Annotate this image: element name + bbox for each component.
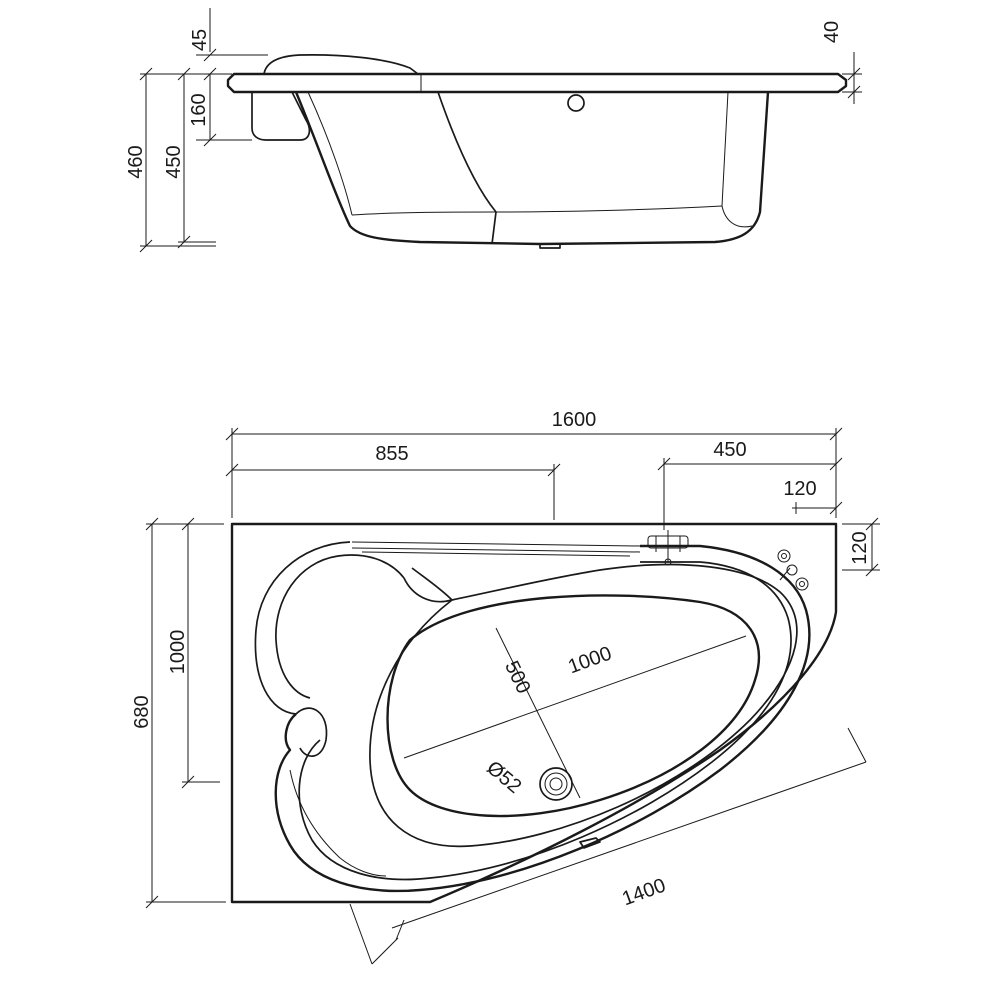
- dim-diagonal: 1400: [619, 874, 668, 910]
- dim-1600-tick: [225, 427, 239, 441]
- dim-1400-tick: [395, 919, 405, 941]
- dim-450t-tick2: [829, 457, 843, 471]
- dim-855-tick: [225, 463, 239, 477]
- dim-680-tick2: [145, 895, 159, 909]
- dim-basin-length-line: [403, 635, 747, 759]
- dim-120v-tick: [865, 517, 879, 531]
- dim-1400-ext: [371, 937, 399, 965]
- top-lower-headrest: [295, 707, 328, 757]
- dim-headrest-depth: 160: [188, 93, 210, 126]
- dim-45-tick: [203, 48, 217, 62]
- top-view: 1000 500 Ø52: [131, 409, 880, 965]
- top-front-fixture: [579, 837, 601, 849]
- side-bottom-line: [351, 205, 723, 216]
- dim-1000v-tick: [181, 517, 195, 531]
- top-back-rim3: [361, 551, 631, 557]
- dim-120v-tick2: [865, 563, 879, 577]
- top-pillow: [403, 567, 453, 603]
- side-seam-inner: [307, 91, 353, 216]
- dim-1400-line: [391, 761, 867, 929]
- dim-total-height: 460: [125, 145, 147, 178]
- dim-1000v-tick2: [181, 775, 195, 789]
- top-headrest-inner: [275, 554, 405, 699]
- top-basin-floor: [386, 594, 760, 818]
- dim-basin-width-line: [495, 627, 581, 799]
- side-panel-seam: [437, 91, 497, 245]
- side-drain-stub: [539, 244, 561, 249]
- top-basin-outer: [274, 544, 811, 893]
- dim-450-tick: [177, 67, 191, 81]
- dim-body-height: 450: [163, 145, 185, 178]
- side-headrest-block: [251, 91, 311, 141]
- dim-1400-ext-a: [349, 903, 373, 965]
- top-lower-headrest2: [289, 769, 387, 877]
- dim-rim-height: 45: [189, 29, 211, 51]
- dim-basin-length: 1000: [565, 642, 614, 678]
- dim-680-tick: [145, 517, 159, 531]
- dim-total-width: 680: [131, 695, 153, 728]
- drain-icon: [539, 767, 573, 801]
- dim-450t-tick: [657, 457, 671, 471]
- dim-1600-tick2: [829, 427, 843, 441]
- dim-left-section: 855: [375, 443, 408, 465]
- dim-basin-width: 500: [500, 658, 534, 698]
- top-headrest-outer: [254, 541, 351, 715]
- top-back-rim: [351, 541, 641, 547]
- side-rim: [226, 72, 848, 94]
- side-headrest-top: [263, 54, 419, 75]
- top-deck-outline: [230, 522, 838, 904]
- dim-1400-ext2: [847, 727, 867, 763]
- dim-corner-y: 120: [849, 531, 871, 564]
- top-basin-outer2: [298, 561, 792, 881]
- side-right-seam: [721, 91, 753, 228]
- side-tub-body: [294, 91, 770, 246]
- dim-inner-width: 1000: [167, 630, 189, 675]
- dim-855-tick2: [547, 463, 561, 477]
- faucet-icon: [647, 530, 689, 566]
- dim-length: 1600: [552, 409, 597, 431]
- valve-icon: [777, 549, 809, 591]
- top-back-rim2: [351, 547, 641, 553]
- side-overflow-hole: [567, 94, 585, 112]
- top-seat-band: [369, 563, 798, 848]
- dim-drain: Ø52: [482, 757, 525, 798]
- dim-corner-x: 120: [783, 478, 816, 500]
- side-view: 45 160 460 450 40: [125, 8, 862, 253]
- dim-120h-tick: [829, 501, 843, 515]
- dim-rim-thickness: 40: [821, 21, 843, 43]
- dim-right-section: 450: [713, 439, 746, 461]
